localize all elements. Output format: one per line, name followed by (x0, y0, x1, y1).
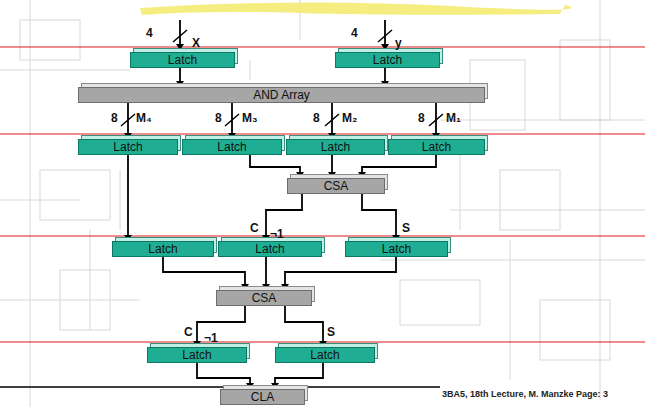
latch-register: Latch (130, 52, 235, 68)
latch-register: Latch (275, 347, 375, 363)
signal-label: X (192, 36, 200, 50)
signal-label: C (250, 221, 259, 235)
bus-connector (285, 306, 327, 347)
signal-label: ¬1 (204, 331, 218, 345)
bus-width-slash (121, 30, 443, 126)
latch-register: Latch (112, 241, 214, 257)
bus-connector (228, 103, 236, 139)
signal-label: 8 (313, 111, 320, 125)
bus-connector (250, 155, 304, 178)
signal-label: 8 (111, 111, 118, 125)
box-label: Latch (373, 53, 402, 67)
latch-register: Latch (286, 139, 385, 155)
signal-label: S (402, 221, 410, 235)
pipeline-divider (0, 47, 645, 342)
bus-connector (362, 194, 400, 241)
box-label: Latch (255, 242, 284, 256)
footer-rule (0, 386, 440, 388)
signal-label: 8 (418, 111, 425, 125)
latch-register: Latch (147, 347, 247, 363)
signal-label: C (184, 325, 193, 339)
latch-register: Latch (218, 241, 322, 257)
highlight-stroke (140, 2, 572, 15)
bus-connector (197, 363, 254, 389)
box-label: Latch (382, 242, 411, 256)
signal-label: 4 (351, 26, 358, 40)
box-label: CSA (252, 291, 277, 305)
signal-label: M₁ (446, 111, 461, 125)
bus-connector (328, 103, 336, 139)
bus-connector (432, 103, 440, 139)
bus-connector (262, 194, 302, 241)
box-label: Latch (182, 348, 211, 362)
bus-connector (262, 257, 270, 290)
box-label: Latch (321, 140, 350, 154)
box-label: Latch (422, 140, 451, 154)
bus-connector (193, 306, 245, 347)
box-label: CLA (251, 390, 274, 404)
signal-label: M₂ (342, 111, 357, 125)
box-label: CSA (324, 179, 349, 193)
signal-label: M₃ (242, 111, 258, 125)
signal-label: 8 (215, 111, 222, 125)
bus-connector (281, 257, 396, 290)
latch-register: Latch (345, 241, 448, 257)
latch-register: Latch (182, 139, 282, 155)
bus-connector (271, 363, 323, 389)
latch-register: Latch (388, 139, 485, 155)
signal-label: S (327, 325, 335, 339)
bus-connector (124, 155, 132, 241)
bus-connector (381, 68, 389, 87)
box-label: Latch (148, 242, 177, 256)
and-array: AND Array (78, 87, 485, 103)
bus-input-lines (176, 20, 389, 50)
csa-adder: CSA (287, 178, 385, 194)
box-label: Latch (113, 140, 142, 154)
csa-adder: CSA (216, 290, 312, 306)
bus-connector (163, 257, 249, 290)
bus-connector (358, 155, 436, 178)
box-label: Latch (310, 348, 339, 362)
bus-connector (124, 103, 132, 139)
signal-label: 4 (146, 26, 153, 40)
signal-label: y (395, 36, 402, 50)
box-label: Latch (217, 140, 246, 154)
footer-text: 3BA5, 18th Lecture, M. Manzke Page: 3 (442, 389, 608, 399)
bus-connector (176, 68, 184, 87)
box-label: AND Array (253, 88, 310, 102)
box-label: Latch (168, 53, 197, 67)
bus-connector (328, 155, 336, 178)
cla-adder: CLA (220, 389, 305, 405)
latch-register: Latch (335, 52, 440, 68)
latch-register: Latch (78, 139, 178, 155)
signal-label: ¬1 (270, 227, 284, 241)
signal-label: M₄ (136, 111, 152, 125)
